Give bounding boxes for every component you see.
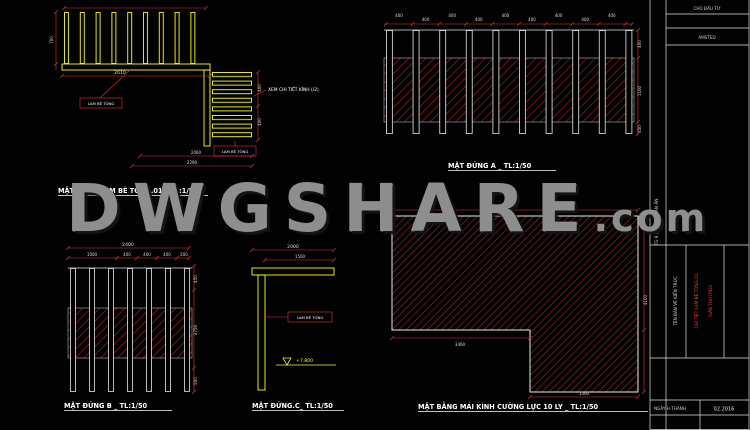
view-title-elev-b: MẶT ĐỨNG B _ TL:1/50	[64, 401, 148, 410]
dim-text: 400	[257, 118, 262, 126]
dim-text: 2610	[114, 70, 126, 76]
view-title-elev-a: MẶT ĐỨNG A _ TL:1/50	[448, 161, 532, 170]
sheet-type-label: TÊN BẢN VẼ KIẾN TRÚC	[672, 276, 678, 326]
dim-text: 400	[448, 13, 456, 18]
level-marker-icon	[282, 357, 292, 366]
glass-roof-view: 2600 4100 3400 1300 MẶT BẰNG MÁI KÍNH CƯ…	[389, 204, 648, 412]
watermark: DWGSHARE.com	[66, 170, 708, 247]
note-text: XEM CHI TIẾT KÍNH (/2)	[268, 85, 319, 93]
dim-ticks	[65, 245, 192, 251]
dim-ticks	[262, 257, 337, 263]
dim-ticks	[59, 73, 213, 79]
dim-text: 400	[123, 252, 131, 257]
concrete-beam-vertical	[257, 274, 266, 391]
dim-ticks	[255, 69, 261, 143]
glass-roof-outline	[391, 215, 639, 393]
dim-text: 400	[395, 13, 403, 18]
dim-ticks	[635, 27, 641, 137]
dim-text: 1100	[637, 85, 642, 96]
concrete-beam-top	[61, 63, 211, 71]
dim-text: 400	[608, 13, 616, 18]
dim-text: 1300	[579, 391, 590, 396]
dim-text: 4100	[643, 294, 648, 305]
label-box	[287, 311, 333, 323]
title-block: CHỦ ĐẦU TƯ AMSTED TG 9 | KTS. LÊ VĂN ẤN …	[649, 0, 750, 430]
watermark-suffix: .com	[593, 196, 709, 240]
dim-text: 2290	[187, 160, 198, 165]
architect-label: TG 9 | KTS. LÊ VĂN ẤN	[654, 199, 659, 247]
louver-columns	[386, 30, 634, 134]
level-text: +7.800	[296, 358, 313, 364]
louver-comb-right	[212, 72, 252, 140]
date-label: NGÀY H.THÀNH	[654, 406, 686, 411]
dim-ticks	[129, 163, 255, 169]
dim-ticks	[249, 247, 337, 253]
view-title-roof: MẶT BẰNG MÁI KÍNH CƯỜNG LỰC 10 LY _ TL:1…	[418, 401, 599, 411]
date-value: 02.2016	[714, 407, 735, 413]
sheet-name-label: CHI TIẾT LAM BÊ TÔNG.01	[693, 273, 699, 328]
dim-text: 400	[528, 17, 536, 22]
dim-text: 700	[49, 36, 54, 44]
view-title-elev-c: MẶT ĐỨNG.C_ TL:1/50	[252, 401, 333, 410]
dim-text: 2000	[287, 244, 299, 250]
dim-text: 400	[502, 13, 510, 18]
dim-ticks	[53, 9, 59, 67]
label-lam-be-tong: LAM BÊ TÔNG	[222, 149, 249, 154]
label-box	[79, 97, 123, 109]
dim-text: 2600	[506, 204, 518, 210]
leader-line	[99, 69, 131, 99]
dim-text: 150	[637, 125, 642, 133]
label-lam-be-tong: LAM BÊ TÔNG	[88, 101, 115, 106]
dim-ticks	[389, 207, 641, 213]
dim-text: 1500	[295, 254, 306, 259]
dim-text: 200	[180, 252, 188, 257]
dim-text: 400	[555, 13, 563, 18]
dim-text: 2400	[122, 242, 134, 248]
elevation-c-view: 2000 1500 LAM BÊ TÔNG +7.800 MẶT ĐỨNG.C_…	[249, 244, 344, 411]
watermark-text: DWGSHARE	[66, 170, 594, 247]
sheet-sub-label: (SÂN THƯỢNG)	[708, 284, 713, 317]
louver-columns	[70, 268, 191, 392]
dim-text: 2750	[193, 324, 198, 335]
elevation-a-view: 400 400 400 400 400 400 400 400 400 400 …	[383, 13, 642, 171]
dim-text: 500	[193, 377, 198, 385]
dim-text: 3400	[455, 342, 466, 347]
plan-view: 700 2610 400 400 2060 2290 LAM BÊ TÔNG L…	[49, 5, 319, 196]
dim-ticks	[389, 335, 533, 341]
dim-text: 400	[422, 17, 430, 22]
dim-text: 450	[193, 275, 198, 283]
dim-text: 400	[475, 17, 483, 22]
dim-ticks	[65, 255, 192, 261]
dim-ticks	[191, 263, 197, 395]
dim-text: 400	[581, 17, 589, 22]
owner-label: CHỦ ĐẦU TƯ	[693, 6, 721, 11]
dim-text: 400	[163, 252, 171, 257]
dim-ticks	[527, 394, 641, 400]
label-lam-be-tong: LAM BÊ TÔNG	[297, 315, 324, 320]
dim-text: 400	[143, 252, 151, 257]
dim-ticks	[61, 5, 209, 11]
dim-ticks	[641, 213, 647, 395]
dim-ticks	[383, 21, 635, 27]
concrete-beam-horizontal	[251, 267, 335, 276]
dim-text: 1000	[87, 252, 98, 257]
elevation-b-view: 2400 1000 400 400 400 200 450 2750 500 M…	[64, 242, 198, 411]
company-label: AMSTED	[698, 35, 716, 40]
dim-text: 400	[637, 40, 642, 48]
leader-line	[253, 89, 267, 97]
dim-text: 400	[257, 84, 262, 92]
concrete-beam-right	[203, 69, 211, 147]
label-box	[213, 145, 257, 157]
louver-comb-top	[64, 12, 206, 64]
dim-text: 2060	[191, 150, 202, 155]
view-title-plan: MẶT BẰNG LAM BÊ TÔNG.01 _ TL:1/50	[58, 185, 198, 195]
